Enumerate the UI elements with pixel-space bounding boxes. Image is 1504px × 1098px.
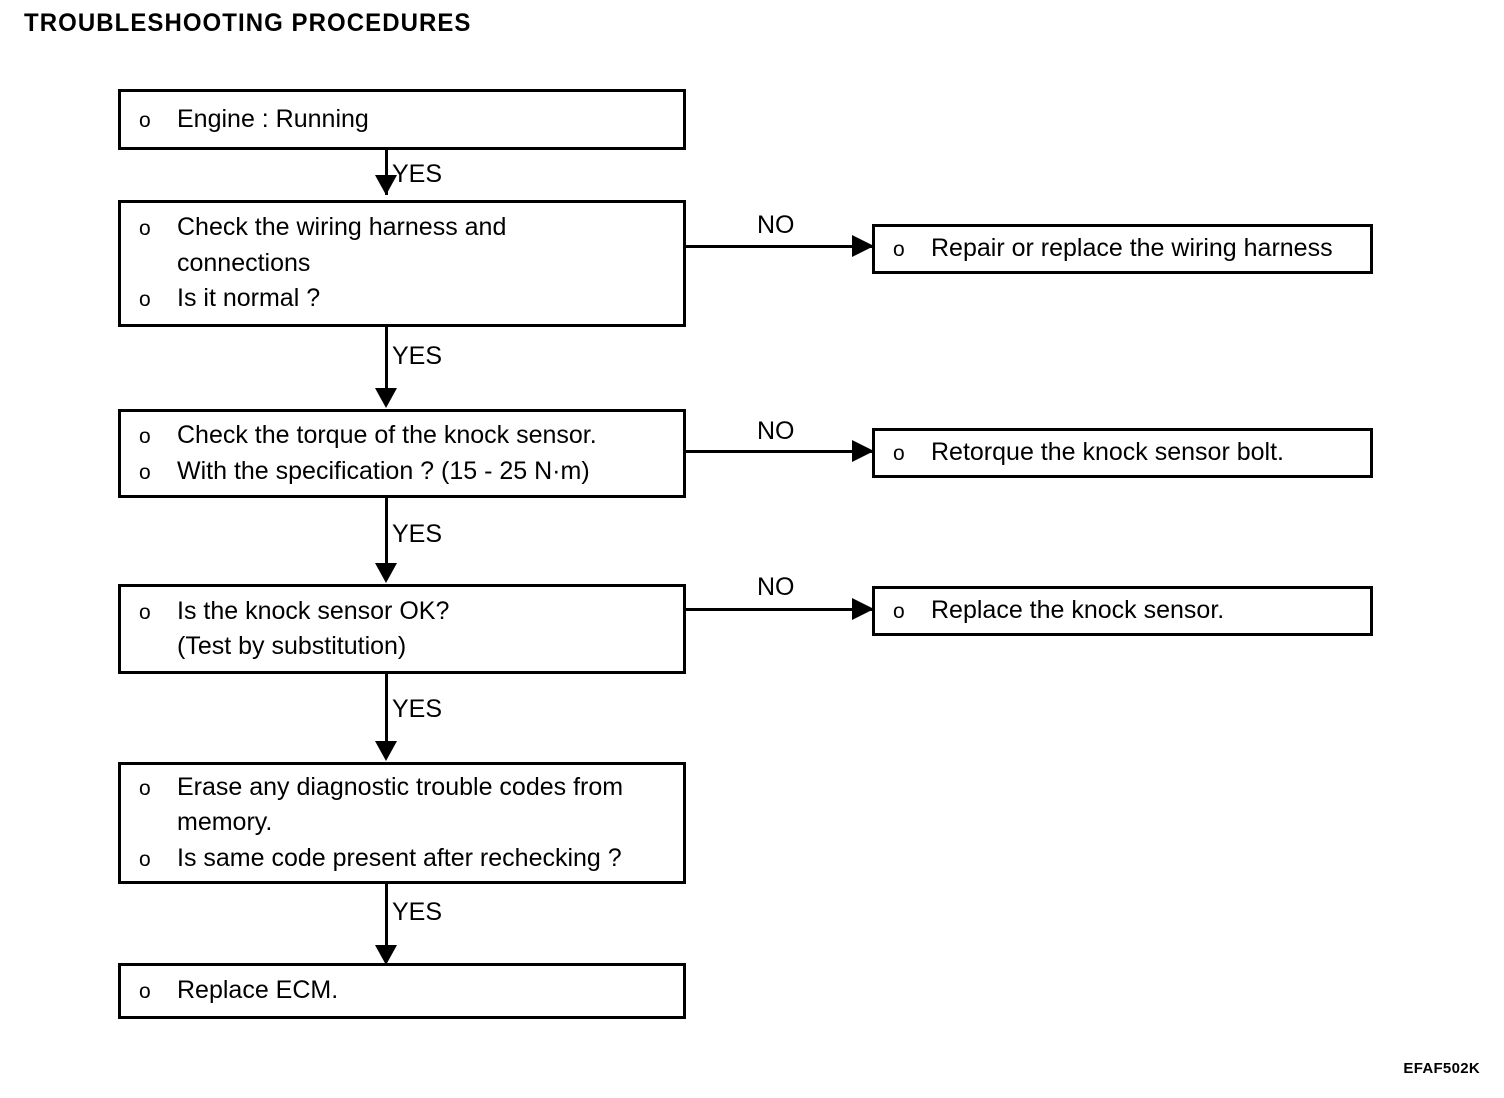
- edge-label-no-3: NO: [757, 573, 795, 601]
- box-line-text: Is it normal ?: [177, 284, 321, 313]
- flow-box-check-knock-sensor-torque: o Check the torque of the knock sensor. …: [118, 409, 686, 498]
- box-line-text: (Test by substitution): [177, 632, 407, 660]
- flow-box-replace-knock-sensor: o Replace the knock sensor.: [872, 586, 1373, 636]
- page-title: TROUBLESHOOTING PROCEDURES: [24, 9, 472, 37]
- flow-box-engine-running: o Engine : Running: [118, 89, 686, 150]
- box-line-text: Check the wiring harness and: [177, 213, 507, 242]
- bullet-marker: o: [139, 980, 151, 1004]
- branch-line-no-2: [686, 450, 876, 453]
- box-line: o Replace the knock sensor.: [875, 593, 1370, 629]
- box-line-text: Replace ECM.: [177, 976, 339, 1005]
- box-line-text: Check the torque of the knock sensor.: [177, 421, 597, 449]
- box-line-text: connections: [177, 248, 311, 277]
- box-line: o memory.: [121, 805, 683, 841]
- box-line: o Is the knock sensor OK?: [121, 594, 683, 630]
- arrow-right-3: [852, 598, 874, 620]
- box-line: o Check the torque of the knock sensor.: [121, 418, 683, 454]
- edge-label-no-1: NO: [757, 211, 795, 239]
- box-line: o With the specification ? (15 - 25 N·m): [121, 454, 683, 490]
- box-line: o Erase any diagnostic trouble codes fro…: [121, 770, 683, 806]
- bullet-marker: o: [893, 442, 905, 466]
- flow-box-check-wiring-harness: o Check the wiring harness and o connect…: [118, 200, 686, 327]
- box-line-text: Retorque the knock sensor bolt.: [931, 438, 1284, 467]
- box-line: o (Test by substitution): [121, 629, 683, 665]
- bullet-marker: o: [139, 600, 151, 624]
- flow-box-replace-ecm: o Replace ECM.: [118, 963, 686, 1019]
- arrow-right-2: [852, 440, 874, 462]
- bullet-marker: o: [139, 460, 151, 484]
- bullet-marker: o: [139, 776, 151, 800]
- bullet-marker: o: [139, 847, 151, 871]
- connector-line-2: [385, 327, 388, 393]
- box-line: o Engine : Running: [121, 102, 683, 138]
- arrow-down-5: [375, 945, 397, 965]
- edge-label-yes-4: YES: [392, 695, 443, 723]
- flow-box-retorque-knock-sensor-bolt: o Retorque the knock sensor bolt.: [872, 428, 1373, 478]
- arrow-right-1: [852, 235, 874, 257]
- connector-line-1: [385, 150, 388, 195]
- bullet-marker: o: [893, 238, 905, 262]
- arrow-down-1: [375, 175, 397, 195]
- box-line: o Is it normal ?: [121, 281, 683, 317]
- flow-box-repair-wiring-harness: o Repair or replace the wiring harness: [872, 224, 1373, 274]
- branch-line-no-3: [686, 608, 876, 611]
- box-line: o Retorque the knock sensor bolt.: [875, 435, 1370, 471]
- flow-box-knock-sensor-ok: o Is the knock sensor OK? o (Test by sub…: [118, 584, 686, 674]
- branch-line-no-1: [686, 245, 876, 248]
- edge-label-no-2: NO: [757, 417, 795, 445]
- box-line-text: With the specification ? (15 - 25 N·m): [177, 456, 590, 485]
- box-line: o Repair or replace the wiring harness: [875, 231, 1370, 267]
- arrow-down-4: [375, 741, 397, 761]
- edge-label-yes-2: YES: [392, 342, 443, 370]
- box-line-text: Engine : Running: [177, 104, 369, 133]
- bullet-marker: o: [139, 108, 151, 132]
- connector-line-5: [385, 884, 388, 950]
- connector-line-4: [385, 674, 388, 746]
- bullet-marker: o: [139, 288, 151, 312]
- edge-label-yes-5: YES: [392, 898, 443, 926]
- box-line: o connections: [121, 246, 683, 282]
- arrow-down-2: [375, 388, 397, 408]
- edge-label-yes-3: YES: [392, 520, 443, 548]
- box-line-text: Is same code present after rechecking ?: [177, 843, 622, 872]
- box-line-text: Is the knock sensor OK?: [177, 596, 450, 625]
- box-line-text: Erase any diagnostic trouble codes from: [177, 772, 624, 801]
- box-line-text: Repair or replace the wiring harness: [931, 234, 1333, 263]
- box-line: o Check the wiring harness and: [121, 210, 683, 246]
- edge-label-yes-1: YES: [392, 160, 443, 188]
- box-line-text: memory.: [177, 808, 273, 837]
- bullet-marker: o: [893, 600, 905, 624]
- bullet-marker: o: [139, 425, 151, 448]
- flow-box-erase-trouble-codes: o Erase any diagnostic trouble codes fro…: [118, 762, 686, 884]
- arrow-down-3: [375, 563, 397, 583]
- bullet-marker: o: [139, 217, 151, 241]
- box-line: o Replace ECM.: [121, 973, 683, 1009]
- figure-code-label: EFAF502K: [1403, 1060, 1480, 1077]
- box-line: o Is same code present after rechecking …: [121, 841, 683, 877]
- connector-line-3: [385, 498, 388, 568]
- box-line-text: Replace the knock sensor.: [931, 596, 1225, 625]
